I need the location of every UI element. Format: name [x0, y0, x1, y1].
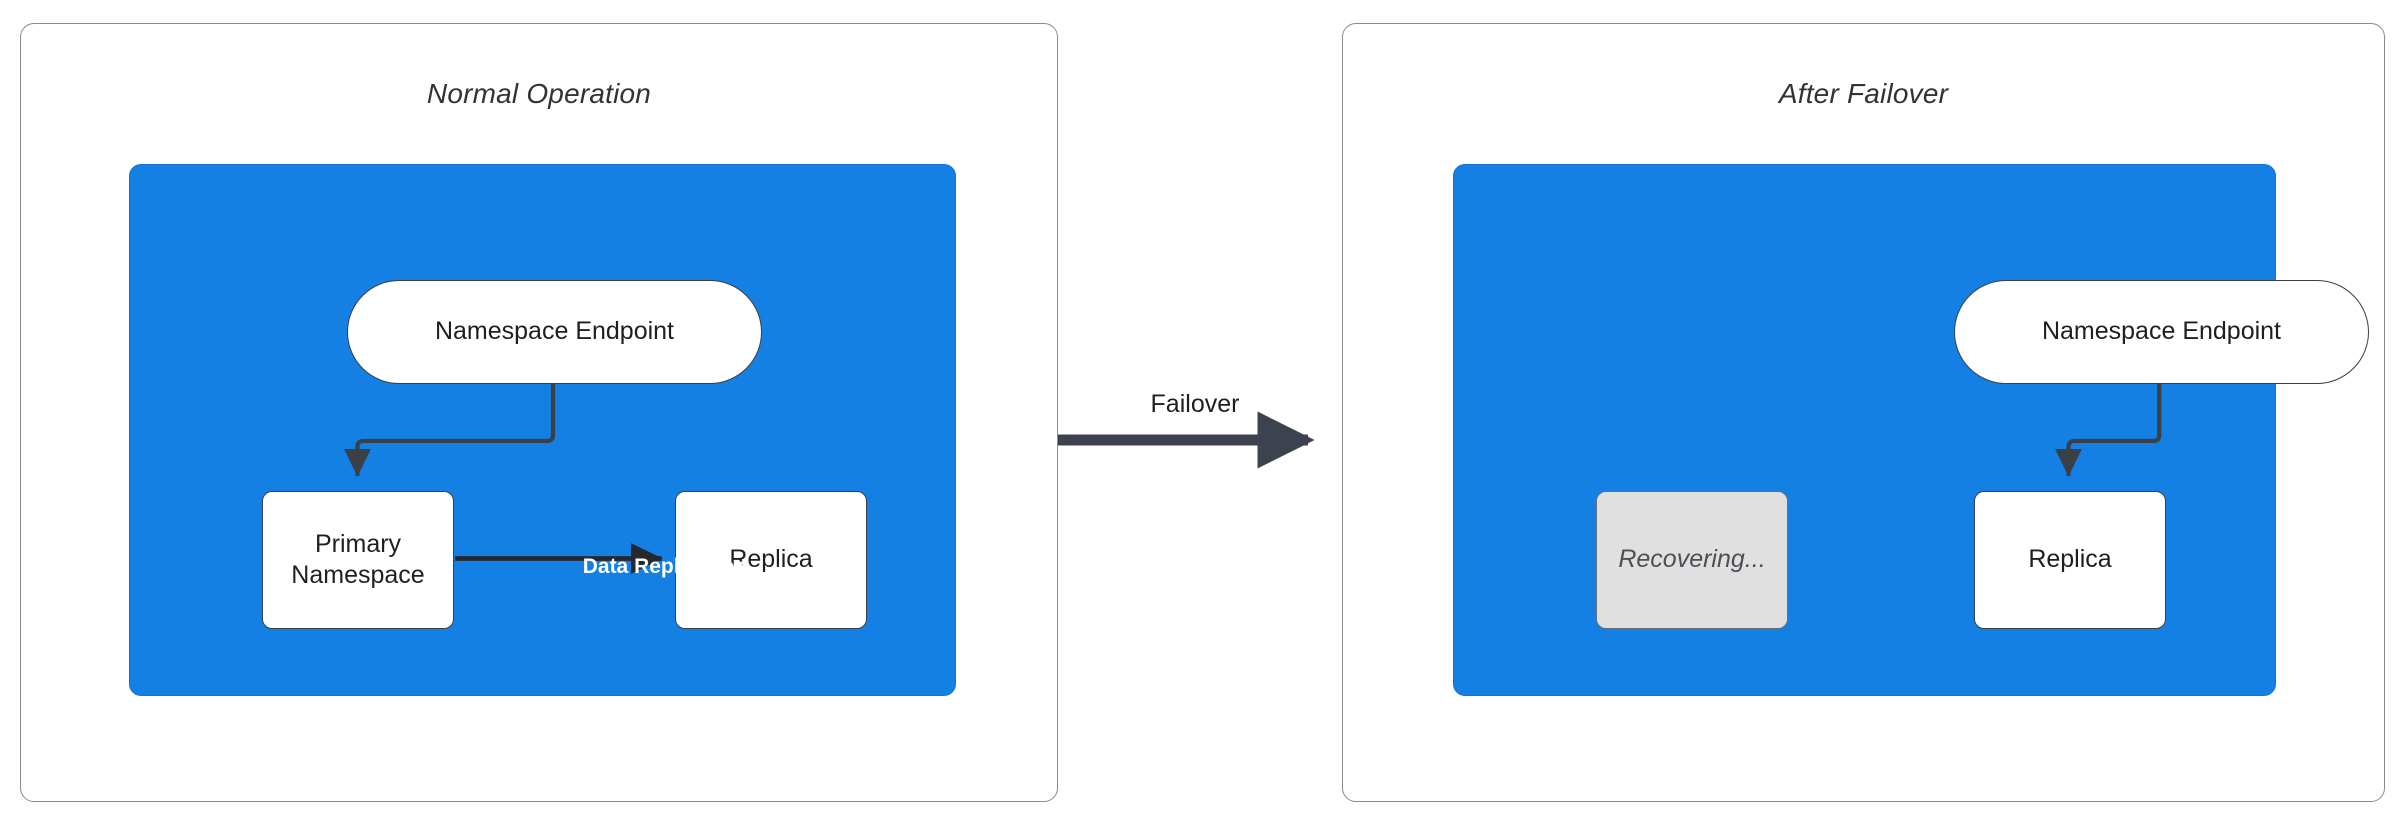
edge-label-data-replication: Data Replication	[582, 555, 748, 578]
edge-layer-right	[2055, 383, 2162, 477]
node-label: Primary Namespace	[291, 529, 425, 589]
region-normal-operation: Namespace Endpoint Primary Namespace Rep…	[129, 164, 956, 696]
node-replica-normal[interactable]: Replica	[675, 491, 867, 629]
panel-normal-operation: Normal Operation Namespace Endpoint	[20, 23, 1058, 802]
region-after-failover: Namespace Endpoint Recovering... Replica	[1453, 164, 2369, 696]
transition-arrow-failover	[1058, 411, 1315, 469]
panel-after-failover: After Failover Namespace Endpoint Recove…	[1342, 23, 2385, 802]
node-label: Recovering...	[1618, 545, 1766, 574]
node-replica-failover[interactable]: Replica	[1974, 491, 2166, 629]
edge-endpoint-to-replica	[2055, 383, 2162, 477]
node-label: Namespace Endpoint	[2041, 317, 2282, 346]
transition-label-failover: Failover	[1150, 390, 1240, 418]
node-namespace-endpoint-normal[interactable]: Namespace Endpoint	[347, 280, 762, 384]
node-label: Replica	[729, 545, 813, 574]
edge-endpoint-to-primary	[344, 383, 556, 477]
panel-title-normal-operation: Normal Operation	[426, 78, 652, 109]
edge-layer-left	[344, 383, 663, 574]
node-label: Namespace Endpoint	[434, 317, 675, 346]
node-primary-namespace[interactable]: Primary Namespace	[262, 491, 454, 629]
node-recovering[interactable]: Recovering...	[1596, 491, 1788, 629]
node-namespace-endpoint-failover[interactable]: Namespace Endpoint	[1954, 280, 2369, 384]
node-label: Replica	[2028, 545, 2112, 574]
panel-title-after-failover: After Failover	[1778, 78, 1949, 109]
